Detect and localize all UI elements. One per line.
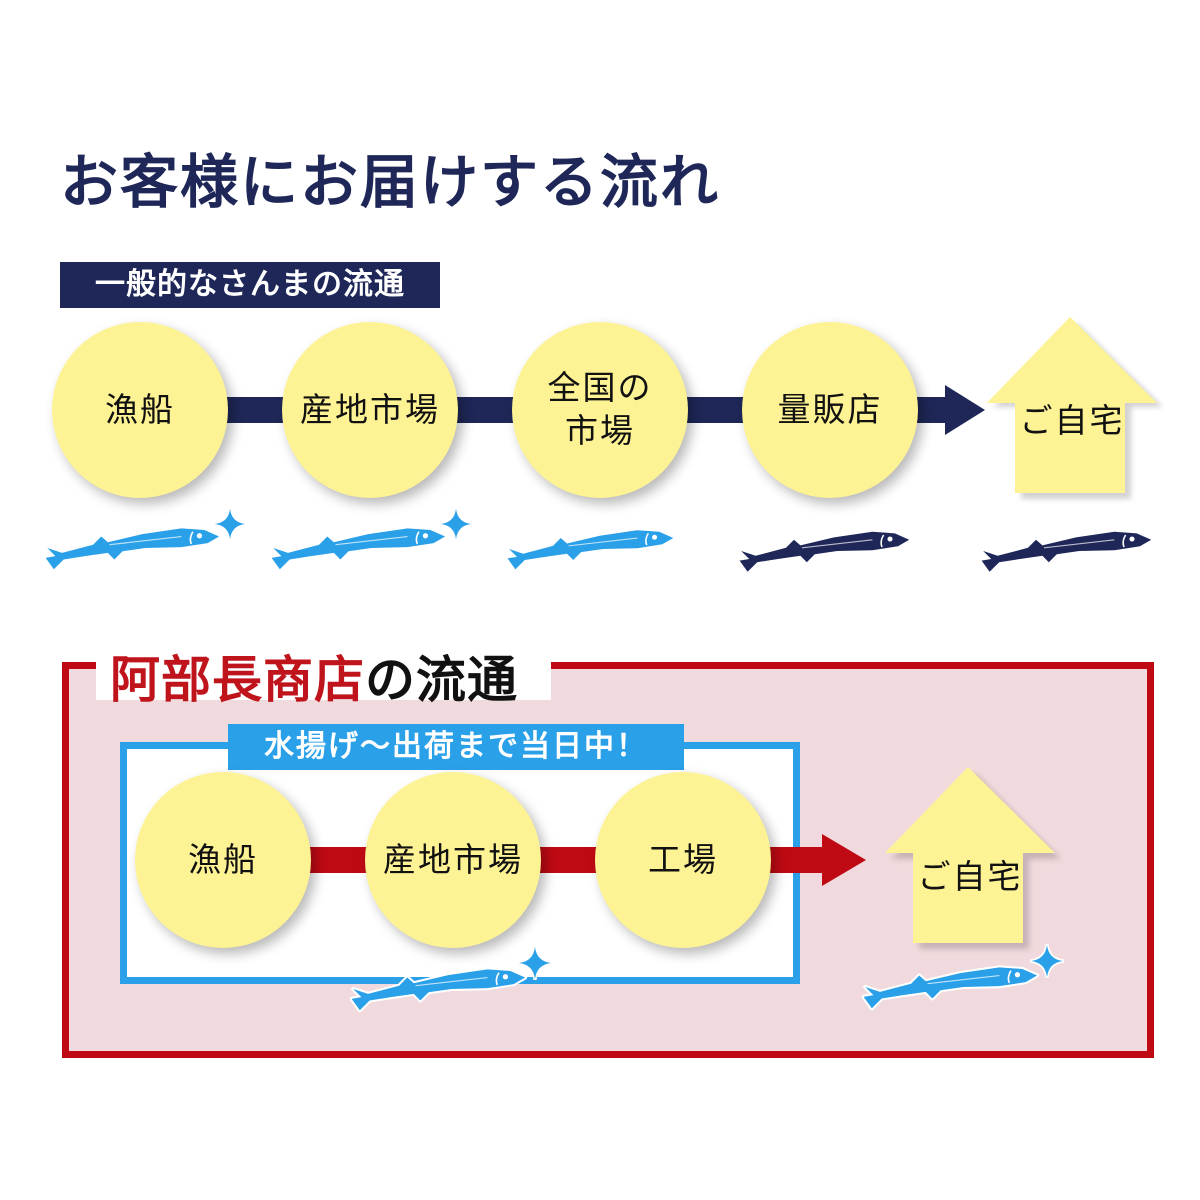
general-flow-label: 一般的なさんまの流通: [60, 262, 440, 308]
arrow-icon: [765, 834, 866, 886]
flow-suffix: の流通: [365, 650, 518, 709]
destination-home-label: ご自宅: [917, 857, 1023, 896]
step-fishing-boat: 漁船: [135, 772, 311, 948]
fish-icon: [738, 530, 918, 574]
step-label: 漁船: [105, 389, 175, 429]
step-fishing-boat: 漁船: [52, 322, 228, 498]
house-icon: [885, 767, 1061, 949]
fish-icon: [350, 946, 552, 1024]
step-label: 全国の: [547, 368, 653, 408]
step-national-market: 全国の 市場: [512, 322, 688, 498]
step-factory: 工場: [595, 772, 771, 948]
destination-home-label: ご自宅: [1019, 401, 1125, 440]
fish-icon: [44, 508, 246, 580]
fish-icon: [862, 944, 1064, 1022]
company-name: 阿部長商店: [110, 650, 365, 709]
step-label: 工場: [648, 839, 718, 879]
step-local-market: 産地市場: [282, 322, 458, 498]
step-local-market: 産地市場: [365, 772, 541, 948]
step-label: 漁船: [188, 839, 258, 879]
abecho-flow-label-bg: [96, 642, 551, 700]
fish-icon: [270, 508, 472, 580]
house-icon: [987, 317, 1163, 499]
step-label: 量販店: [777, 389, 883, 429]
fish-icon: [506, 520, 686, 580]
step-label: 産地市場: [383, 839, 523, 879]
page-title: お客様にお届けする流れ: [60, 148, 721, 216]
abecho-flow-label: 阿部長商店の流通: [110, 640, 518, 712]
fish-icon: [980, 530, 1160, 574]
step-mass-retailer: 量販店: [742, 322, 918, 498]
same-day-label: 水揚げ～出荷まで当日中！: [228, 724, 684, 770]
step-label: 市場: [565, 411, 635, 450]
step-label: 産地市場: [300, 389, 440, 429]
